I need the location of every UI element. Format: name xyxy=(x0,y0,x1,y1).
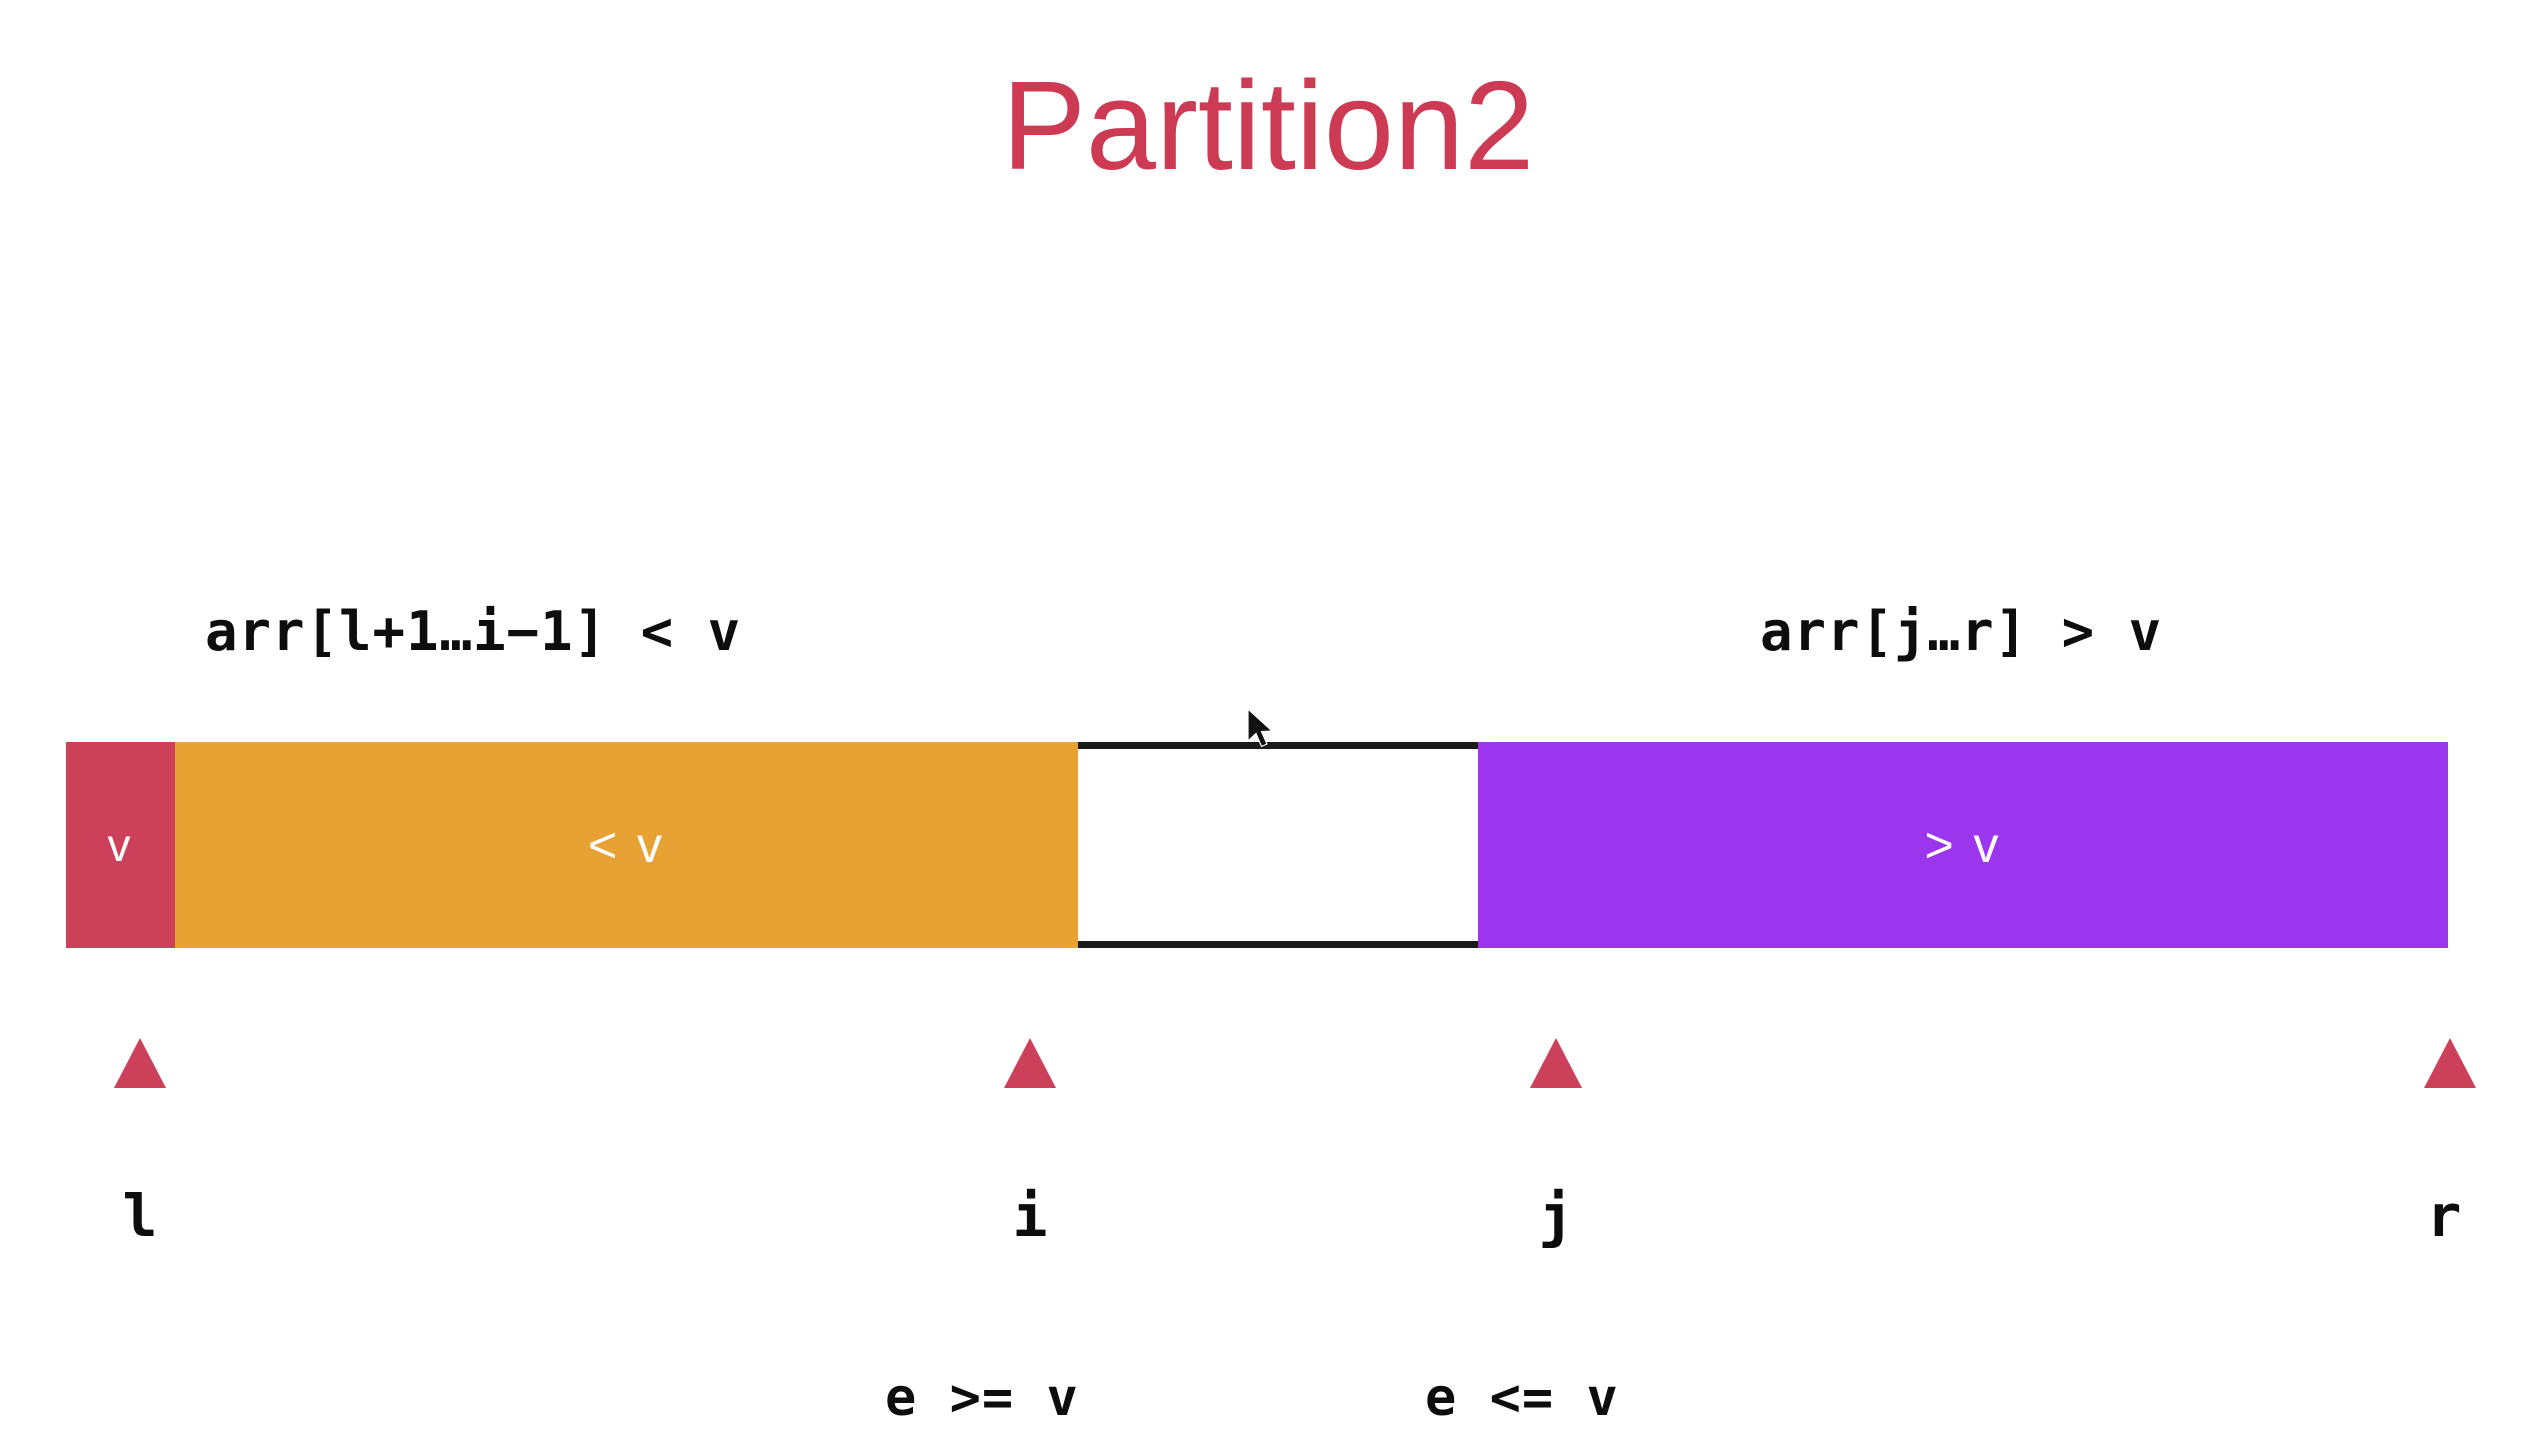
bar-segment-less-than-v: < v xyxy=(175,742,1078,948)
marker-label-l: l xyxy=(122,1182,158,1250)
bar-segment-greater-than-v: > v xyxy=(1478,742,2448,948)
condition-note-left: e >= v xyxy=(885,1368,1079,1428)
marker-label-i: i xyxy=(1012,1182,1048,1250)
condition-note-right: e <= v xyxy=(1425,1368,1619,1428)
marker-triangle-i xyxy=(1004,1038,1056,1088)
marker-triangle-r xyxy=(2424,1038,2476,1088)
bar-segment-pivot: v xyxy=(66,742,175,948)
marker-triangle-l xyxy=(114,1038,166,1088)
partition-bar: v < v > v xyxy=(66,742,2448,948)
marker-label-r: r xyxy=(2426,1182,2462,1250)
marker-triangle-j xyxy=(1530,1038,1582,1088)
invariant-label-left: arr[l+1…i−1] < v xyxy=(205,600,742,663)
bar-segment-unknown xyxy=(1078,742,1478,948)
invariant-label-right: arr[j…r] > v xyxy=(1760,600,2163,663)
marker-label-j: j xyxy=(1538,1182,1574,1250)
page-title: Partition2 xyxy=(1001,55,1535,196)
